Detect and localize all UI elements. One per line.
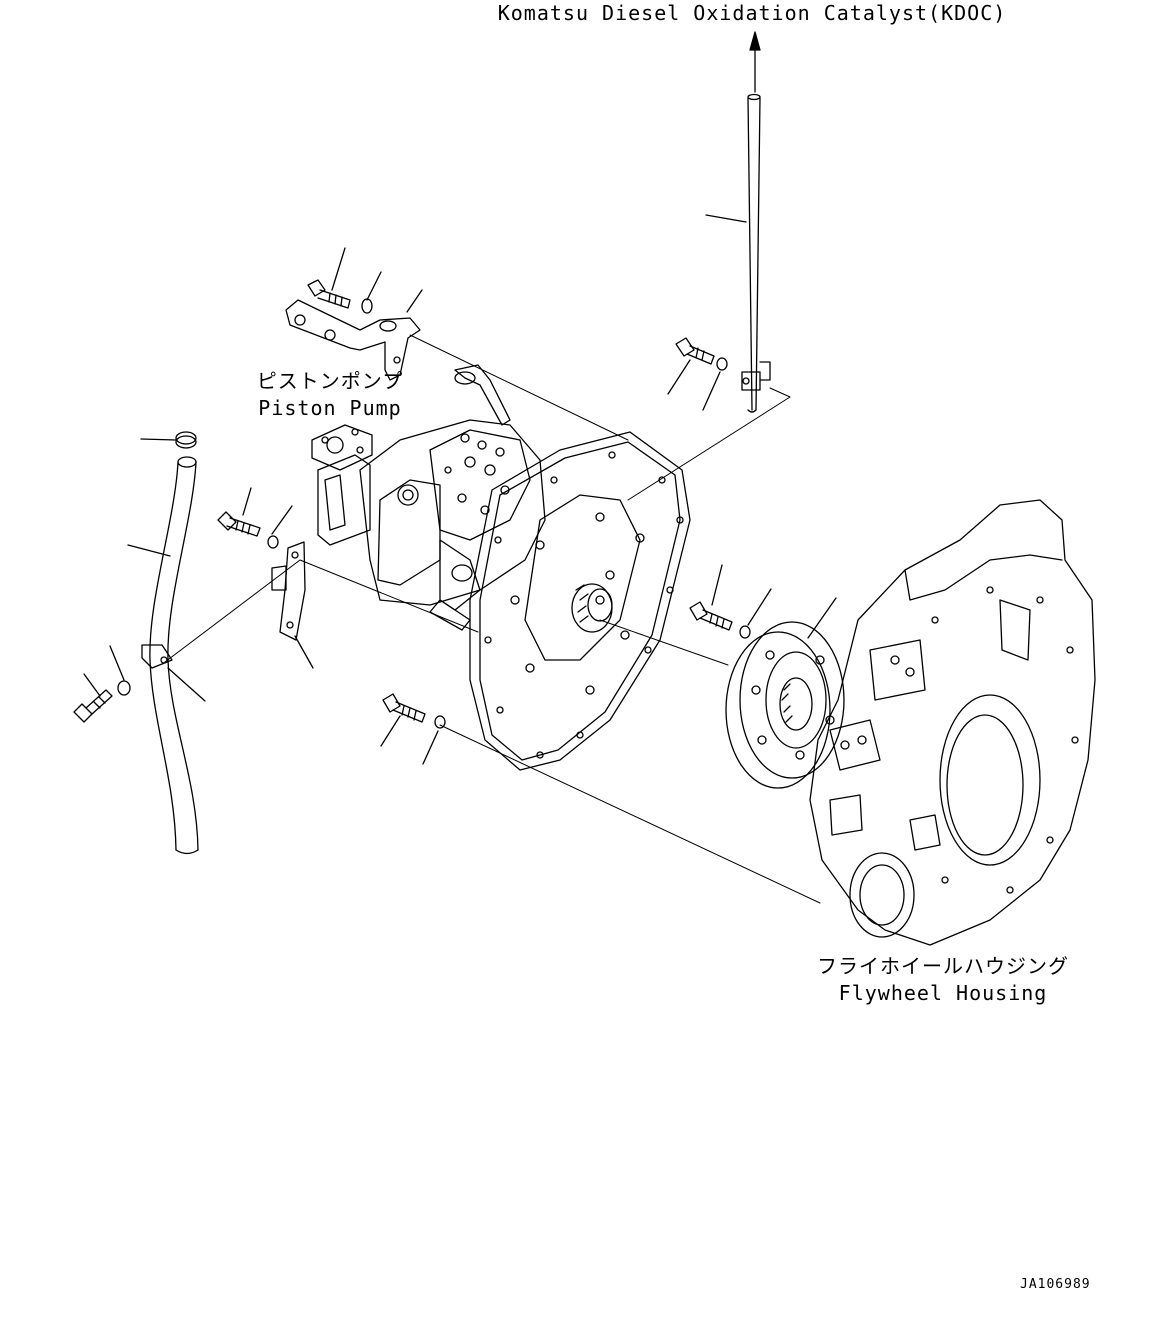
- flywheel-housing-label-jp: フライホイールハウジング: [817, 954, 1069, 978]
- arrow-up-icon: [750, 32, 760, 50]
- bolt-lower-center: [383, 694, 425, 722]
- flywheel-housing-label-en: Flywheel Housing: [838, 981, 1048, 1005]
- piston-pump-label-en: Piston Pump: [258, 396, 402, 420]
- piston-pump: [312, 365, 545, 630]
- pump-pipe-bracket: [286, 300, 420, 380]
- washer-lower-center: [435, 716, 445, 728]
- mounting-plate: [272, 542, 305, 640]
- bolt-damper: [690, 602, 732, 630]
- flywheel-housing: [810, 500, 1095, 945]
- washer-hose-clip: [118, 681, 130, 695]
- bolt-plate: [218, 512, 260, 536]
- kdoc-label: Komatsu Diesel Oxidation Catalyst(KDOC): [497, 1, 1007, 25]
- bolt-kdoc-bracket: [676, 338, 714, 364]
- hose: [142, 432, 198, 854]
- bolt-top-bracket: [308, 280, 350, 308]
- washer-plate: [268, 536, 278, 548]
- washer-top-bracket: [362, 299, 372, 313]
- hose-clamp: [176, 432, 196, 444]
- drawing-code: JA106989: [1020, 1277, 1091, 1292]
- washer-kdoc-bracket: [717, 358, 727, 370]
- piston-pump-label-jp: ピストンポンプ: [256, 369, 404, 393]
- kdoc-tube: [742, 32, 770, 412]
- washer-damper: [740, 626, 750, 638]
- assembly-lines: [165, 335, 820, 903]
- bolt-hose-clip: [74, 690, 112, 722]
- pump-mount-flange: [470, 432, 690, 770]
- damper-coupling: [726, 622, 844, 788]
